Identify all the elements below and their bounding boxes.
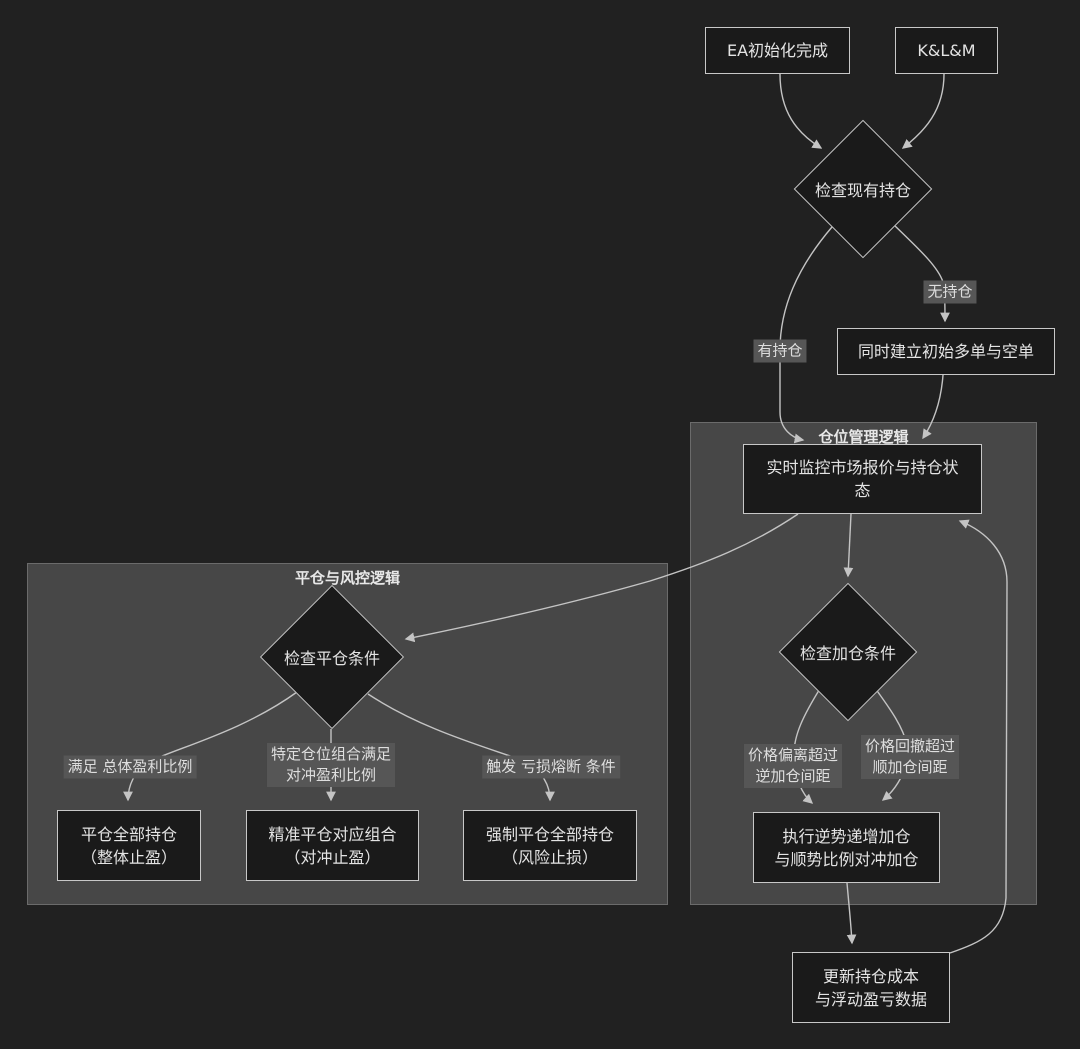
- edge-label-pair-profit-line2: 对冲盈利比例: [285, 766, 377, 784]
- node-close-pair: 精准平仓对应组合 （对冲止盈）: [246, 810, 419, 881]
- node-update-pnl: 更新持仓成本 与浮动盈亏数据: [792, 952, 950, 1023]
- edge-label-loss-fuse-text: 触发 亏损熔断 条件: [486, 757, 616, 776]
- node-close-all-line1: 平仓全部持仓: [80, 824, 177, 844]
- node-close-all-line2: （整体止盈）: [80, 847, 177, 867]
- node-execute-add: 执行逆势递增加仓 与顺势比例对冲加仓: [753, 812, 940, 883]
- node-execute-add-line2: 与顺势比例对冲加仓: [774, 849, 919, 869]
- edge-update-to-monitor-loop: [949, 519, 1008, 954]
- edge-label-price-deviation-line2: 逆加仓间距: [755, 767, 831, 785]
- edge-check-close-to-force-close: [367, 693, 555, 802]
- subgraph-title-position-management: 仓位管理逻辑: [818, 428, 909, 446]
- node-execute-add-line1: 执行逆势递增加仓: [782, 826, 911, 846]
- edge-klm-to-check-positions: [901, 73, 945, 149]
- edge-check-positions-to-open-initial: [893, 224, 950, 323]
- edge-label-pair-profit-line1: 特定仓位组合满足: [270, 745, 392, 763]
- edge-label-has-position: 有持仓: [753, 339, 807, 363]
- node-ea-init: EA初始化完成: [705, 27, 850, 74]
- edge-label-loss-fuse: 触发 亏损熔断 条件: [482, 755, 620, 779]
- edge-label-overall-profit-text: 满足 总体盈利比例: [67, 757, 193, 776]
- subgraph-title-close-risk: 平仓与风控逻辑: [294, 569, 400, 587]
- node-force-close-line1: 强制平仓全部持仓: [485, 824, 614, 844]
- diamond-check-add-label: 检查加仓条件: [799, 644, 896, 663]
- node-close-all: 平仓全部持仓 （整体止盈）: [57, 810, 201, 881]
- edge-label-price-deviation-line1: 价格偏离超过: [747, 746, 839, 764]
- edge-execute-to-update: [846, 882, 857, 945]
- edge-label-price-deviation: 价格偏离超过 逆加仓间距: [743, 744, 843, 788]
- edge-check-positions-to-monitor: [779, 226, 833, 444]
- edge-label-overall-profit: 满足 总体盈利比例: [63, 755, 197, 779]
- edge-monitor-to-check-add: [843, 513, 854, 578]
- node-force-close-line2: （风险止损）: [501, 847, 598, 867]
- edge-label-price-retrace-line1: 价格回撤超过: [864, 737, 956, 755]
- node-klm: K&L&M: [895, 27, 998, 74]
- node-close-pair-line2: （对冲止盈）: [284, 847, 381, 867]
- edge-open-initial-to-monitor: [922, 374, 944, 440]
- diamond-check-close-label: 检查平仓条件: [283, 649, 380, 668]
- node-open-initial: 同时建立初始多单与空单: [837, 328, 1055, 375]
- edge-ea-init-to-check-positions: [779, 73, 823, 149]
- edge-label-has-position-text: 有持仓: [757, 341, 803, 360]
- node-update-pnl-line1: 更新持仓成本: [822, 966, 919, 986]
- node-open-initial-label: 同时建立初始多单与空单: [857, 342, 1034, 361]
- edge-label-price-retrace-line2: 顺加仓间距: [872, 758, 948, 776]
- diamond-check-positions-label: 检查现有持仓: [814, 181, 911, 200]
- node-close-pair-line1: 精准平仓对应组合: [268, 824, 397, 844]
- edge-label-no-position-text: 无持仓: [927, 282, 973, 301]
- node-monitor: 实时监控市场报价与持仓状 态: [743, 444, 982, 514]
- edge-monitor-to-check-close: [404, 513, 799, 643]
- node-update-pnl-line2: 与浮动盈亏数据: [814, 989, 927, 1009]
- edge-label-price-retrace: 价格回撤超过 顺加仓间距: [860, 735, 960, 779]
- node-force-close: 强制平仓全部持仓 （风险止损）: [463, 810, 637, 881]
- node-monitor-line1: 实时监控市场报价与持仓状: [766, 458, 959, 477]
- edge-label-pair-profit: 特定仓位组合满足 对冲盈利比例: [266, 743, 396, 787]
- node-ea-init-label: EA初始化完成: [726, 41, 829, 60]
- edge-label-no-position: 无持仓: [923, 280, 977, 304]
- node-klm-label: K&L&M: [917, 41, 976, 60]
- node-monitor-line2: 态: [854, 481, 871, 500]
